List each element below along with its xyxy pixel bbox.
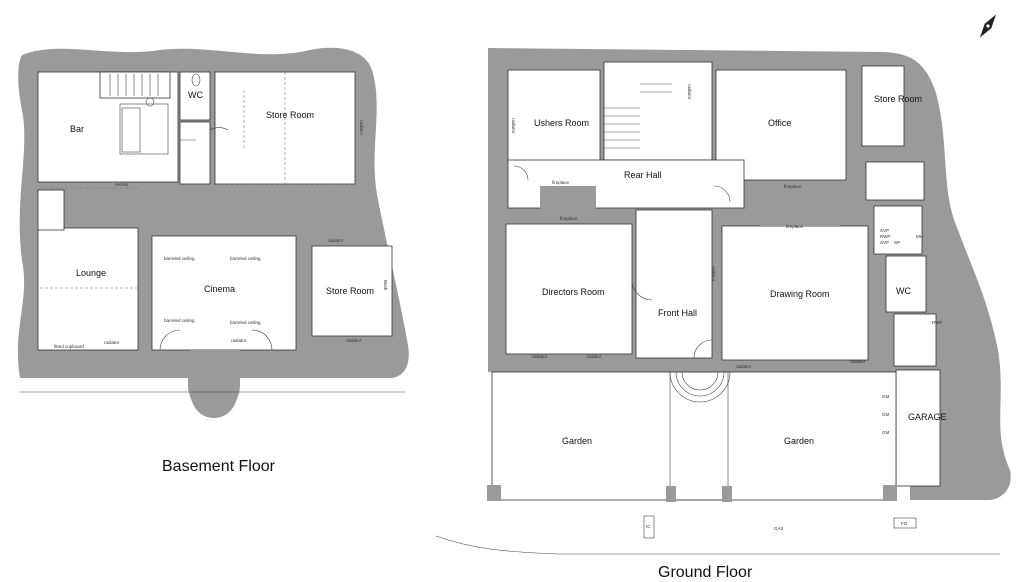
basement-bar-back xyxy=(121,107,141,153)
ground-note-gm-1: GM xyxy=(882,394,890,399)
ground-note-fireplace-1: fireplace xyxy=(552,180,570,185)
basement-label-store-room-2: Store Room xyxy=(326,286,374,296)
basement-note-radiator-1: radiator xyxy=(104,340,120,345)
basement-floor-plan xyxy=(17,47,409,419)
basement-note-radiator-5: radiator xyxy=(359,120,364,136)
ground-room-stair-hall xyxy=(603,61,713,161)
basement-note-recess: recess xyxy=(115,182,129,187)
basement-room-store-2 xyxy=(311,245,393,337)
basement-room-lounge xyxy=(37,227,139,351)
basement-dashed-lines xyxy=(40,72,355,289)
basement-note-radiator-3: radiator xyxy=(346,338,362,343)
basement-floor-title: Basement Floor xyxy=(162,458,276,475)
ground-note-radiator-6: radiator xyxy=(711,266,716,282)
basement-label-lounge: Lounge xyxy=(76,268,106,278)
ground-note-rwp-1: RWP xyxy=(880,234,890,239)
ground-note-fireplace-2: fireplace xyxy=(560,216,578,221)
ground-note-radiator-2: radiator xyxy=(586,354,602,359)
ground-label-garage: GARAGE xyxy=(908,412,947,422)
ground-garden-path xyxy=(669,371,729,501)
ground-fo-box xyxy=(893,517,917,529)
ground-label-garden-right: Garden xyxy=(784,436,814,446)
ground-note-svp-1: SVP xyxy=(880,228,889,233)
basement-note-bunk: Bunk xyxy=(383,280,388,291)
ground-label-store-room: Store Room xyxy=(874,94,922,104)
basement-label-bar: Bar xyxy=(70,124,84,134)
ground-note-fireplace-4: fireplace xyxy=(786,224,804,229)
basement-toilet-icon xyxy=(191,73,201,87)
ground-label-rear-hall: Rear Hall xyxy=(624,170,662,180)
ground-stair-treads xyxy=(604,83,672,149)
ground-fireplace-block-2 xyxy=(760,192,840,226)
basement-stair-treads xyxy=(109,74,159,96)
ground-note-gm-3: GM xyxy=(882,430,890,435)
basement-label-wc: WC xyxy=(188,90,203,100)
basement-door-swings xyxy=(159,127,273,351)
ground-room-front-hall xyxy=(635,209,713,359)
ground-room-service xyxy=(865,161,925,201)
ground-note-sp: SP xyxy=(894,240,900,245)
ground-label-drawing-room: Drawing Room xyxy=(770,289,830,299)
ground-note-radiator-4: radiator xyxy=(850,359,866,364)
ground-floor-title: Ground Floor xyxy=(658,564,753,581)
ground-note-svp-2: SVP xyxy=(880,240,889,245)
basement-note-barreled-4: barreled ceiling xyxy=(230,320,261,325)
basement-note-radiator-2: radiator xyxy=(231,338,247,343)
ground-entrance-steps xyxy=(669,371,731,403)
basement-label-cinema: Cinema xyxy=(204,284,235,294)
basement-corridor xyxy=(179,121,211,185)
ground-floor-plan xyxy=(20,48,1011,555)
ground-garden-post-left xyxy=(487,485,501,501)
basement-label-store-room-1: Store Room xyxy=(266,110,314,120)
ground-note-mh: MH xyxy=(916,234,923,239)
basement-room-lounge-upper xyxy=(37,189,65,231)
ground-room-wc xyxy=(885,255,927,313)
ground-room-ushers xyxy=(507,69,601,163)
ground-room-store xyxy=(861,65,905,147)
basement-note-barreled-3: barreled ceiling xyxy=(164,318,195,323)
ground-ic-box xyxy=(643,515,655,539)
ground-note-radiator-1: radiator xyxy=(532,354,548,359)
north-arrow-icon xyxy=(979,14,997,38)
basement-note-barreled-2: barreled ceiling xyxy=(230,256,261,261)
ground-label-ushers-room: Ushers Room xyxy=(534,118,589,128)
ground-note-radiator-7: radiator xyxy=(687,84,692,100)
ground-door-swings xyxy=(513,165,731,359)
ground-room-svp-area xyxy=(873,205,923,255)
ground-garden-area xyxy=(491,371,897,501)
basement-room-stairs xyxy=(99,71,171,99)
ground-note-gm-2: GM xyxy=(882,412,890,417)
basement-note-radiator-4: radiator xyxy=(328,238,344,243)
ground-label-office: Office xyxy=(768,118,791,128)
ground-room-directors xyxy=(505,223,633,355)
basement-room-cinema xyxy=(151,235,297,351)
ground-label-directors-room: Directors Room xyxy=(542,287,605,297)
ground-note-fo: FO xyxy=(901,521,908,526)
ground-gate-post-right xyxy=(722,486,732,502)
ground-note-ic: IC xyxy=(646,524,651,529)
basement-note-barreled-1: barreled ceiling xyxy=(164,256,195,261)
basement-bar-counter xyxy=(119,103,169,155)
ground-road-edge xyxy=(435,535,1000,555)
ground-fireplace-block-1 xyxy=(540,186,596,220)
ground-room-garage xyxy=(895,369,941,487)
ground-room-drawing xyxy=(721,225,869,361)
ground-note-radiator-5: radiator xyxy=(511,118,516,134)
basement-room-wc xyxy=(179,71,211,121)
ground-garden-post-right xyxy=(883,485,897,501)
ground-note-radiator-3: radiator xyxy=(736,364,752,369)
ground-note-rwp-2: RWP xyxy=(932,320,942,325)
ground-room-office xyxy=(715,69,847,181)
ground-label-front-hall: Front Hall xyxy=(658,308,697,318)
basement-note-fitted-cupboard: fitted cupboard xyxy=(54,344,84,349)
ground-label-wc: WC xyxy=(896,286,911,296)
basement-sink-icon xyxy=(145,97,155,107)
ground-note-fireplace-3: fireplace xyxy=(784,184,802,189)
basement-bay xyxy=(188,350,240,412)
ground-room-passage xyxy=(893,313,937,367)
ground-gate-post-left xyxy=(666,486,676,502)
ground-note-gas: GAS xyxy=(774,526,784,531)
ground-label-garden-left: Garden xyxy=(562,436,592,446)
